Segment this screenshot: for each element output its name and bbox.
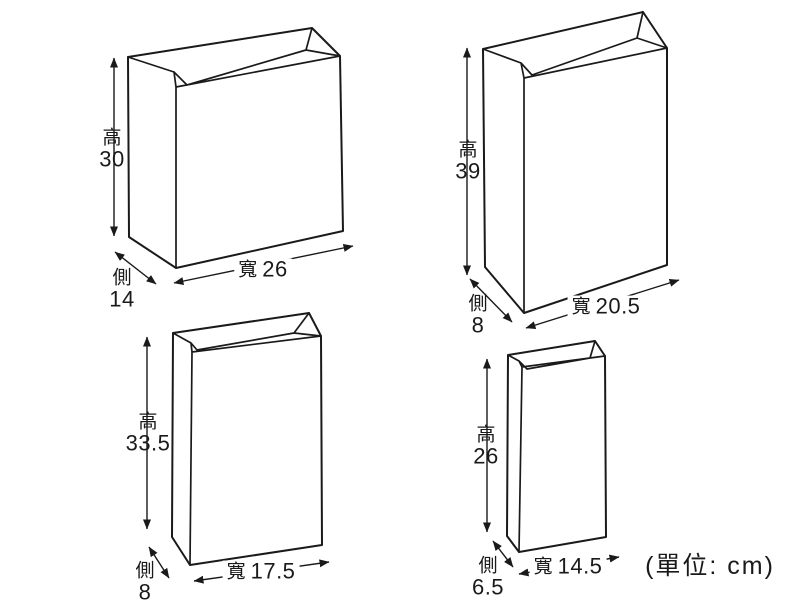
unit-note: (單位: cm) — [645, 552, 775, 580]
bag4-side-dim: 側 6.5 — [471, 555, 505, 600]
bag4-width-label: 寬 — [533, 556, 553, 578]
bag4-drawing — [506, 340, 607, 553]
bag1-side-value: 14 — [109, 286, 135, 312]
bag1-height-value: 30 — [99, 146, 125, 172]
bag3-drawing — [171, 312, 323, 566]
bag1-height-label: 高 — [102, 127, 122, 149]
bag3-side-dim: 側 8 — [135, 560, 155, 600]
bag2-width-value: 20.5 — [595, 293, 641, 319]
bag1-width-value: 26 — [262, 256, 288, 282]
bag1-drawing — [127, 27, 344, 269]
bag2-side-label: 側 — [468, 293, 488, 315]
bag4-side-label: 側 — [478, 555, 498, 577]
bag1-side-dim: 側 14 — [109, 267, 135, 312]
bag4-side-arrow — [492, 540, 514, 568]
bag3-width-value: 17.5 — [250, 558, 296, 584]
bag2-side-arrow — [469, 278, 513, 323]
bag4-height-dim: 高 26 — [473, 424, 499, 469]
bag4-height-label: 高 — [476, 424, 496, 446]
bag4-width-value: 14.5 — [557, 553, 603, 579]
bag2-side-dim: 側 8 — [468, 293, 488, 338]
bag1-width-dim: 寬 26 — [234, 256, 292, 282]
bag2-height-value: 39 — [455, 158, 481, 184]
bag1-side-arrow — [114, 251, 157, 285]
bag3-side-label: 側 — [135, 560, 155, 582]
bag3-width-dim: 寬 17.5 — [222, 558, 300, 584]
bag3-width-label: 寬 — [226, 561, 246, 583]
bag1-height-dim: 高 30 — [99, 127, 125, 172]
bag2-side-value: 8 — [471, 312, 485, 338]
bag2-height-label: 高 — [458, 139, 478, 161]
bag3-height-dim: 高 33.5 — [125, 411, 171, 456]
bag4-height-value: 26 — [473, 443, 499, 469]
bag4-width-dim: 寬 14.5 — [529, 553, 607, 579]
bag1-width-label: 寬 — [238, 259, 258, 281]
bag4-side-value: 6.5 — [471, 574, 505, 600]
bag3-side-arrow — [148, 546, 170, 579]
bag2-drawing — [482, 11, 668, 314]
bag2-width-label: 寬 — [571, 296, 591, 318]
bag3-height-value: 33.5 — [125, 430, 171, 456]
bag1-side-label: 側 — [112, 267, 132, 289]
bag2-width-dim: 寬 20.5 — [567, 293, 645, 319]
bag2-height-dim: 高 39 — [455, 139, 481, 184]
bag3-side-value: 8 — [138, 579, 152, 600]
bag3-height-label: 高 — [138, 411, 158, 433]
